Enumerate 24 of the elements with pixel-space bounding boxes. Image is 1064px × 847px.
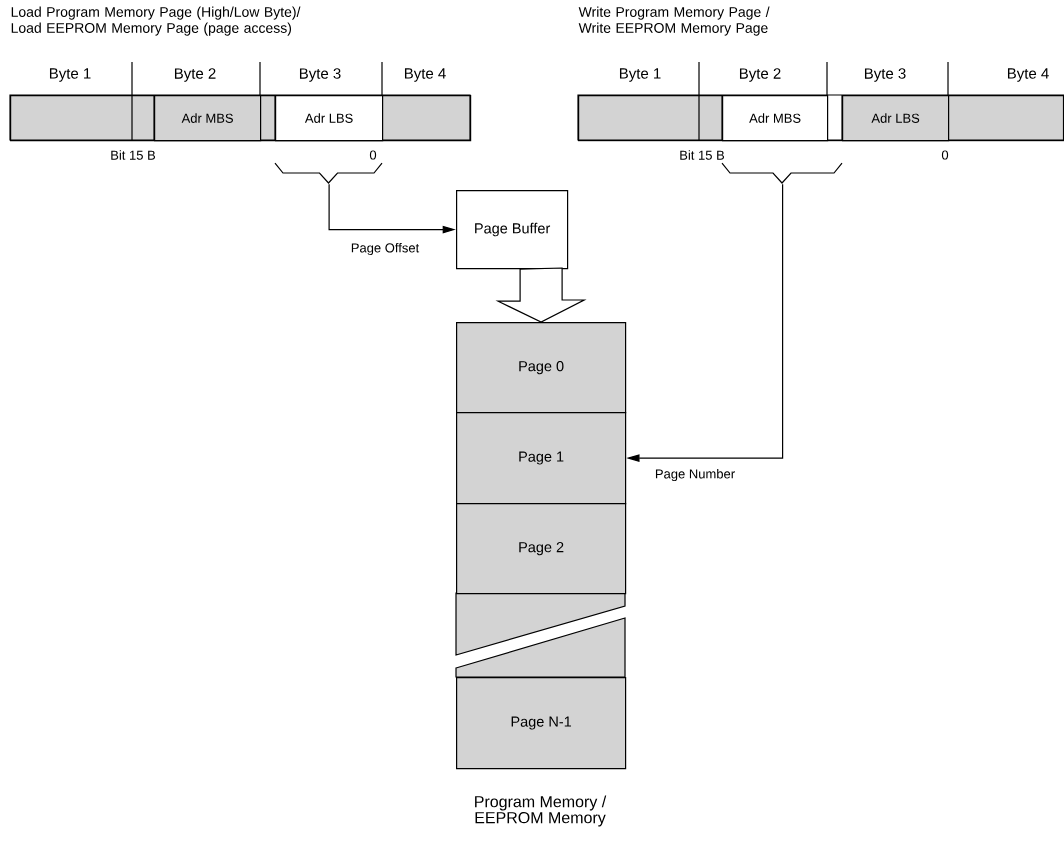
- byte-label: Byte 2: [740, 68, 781, 82]
- memory-page: Page 0: [456, 322, 627, 414]
- edge-label: Page Offset: [349, 241, 421, 257]
- bit-label: Bit 15 B: [680, 150, 725, 160]
- heading: Load Program Memory Page (High/Low Byte)/ Load EEPROM Memory Page (page access): [11, 6, 301, 36]
- byte-label: Byte 4: [1008, 68, 1049, 82]
- brace: [274, 162, 383, 184]
- memory-page: Page 2: [456, 503, 627, 595]
- byte-label: Byte 1: [620, 68, 661, 82]
- memory-page: Page 1: [456, 412, 627, 505]
- byte-label: Byte 2: [174, 68, 216, 82]
- byte-label: Byte 3: [300, 68, 341, 82]
- edge-label: Page Number: [653, 467, 737, 483]
- brace: [721, 162, 843, 184]
- bit-label: 0: [369, 150, 377, 160]
- heading: Write Program Memory Page / Write EEPROM Memory Page: [578, 6, 770, 36]
- memory-page: Page N-1: [456, 677, 627, 770]
- bit-label: Bit 15 B: [111, 150, 156, 160]
- buffer-box: Page Buffer: [456, 190, 569, 270]
- block-arrow: [495, 267, 587, 323]
- byte-label: Byte 4: [405, 68, 446, 82]
- byte-label: Byte 3: [865, 68, 906, 82]
- byte-label: Byte 1: [49, 68, 91, 82]
- memory-caption: Program Memory / EEPROM Memory: [475, 795, 607, 827]
